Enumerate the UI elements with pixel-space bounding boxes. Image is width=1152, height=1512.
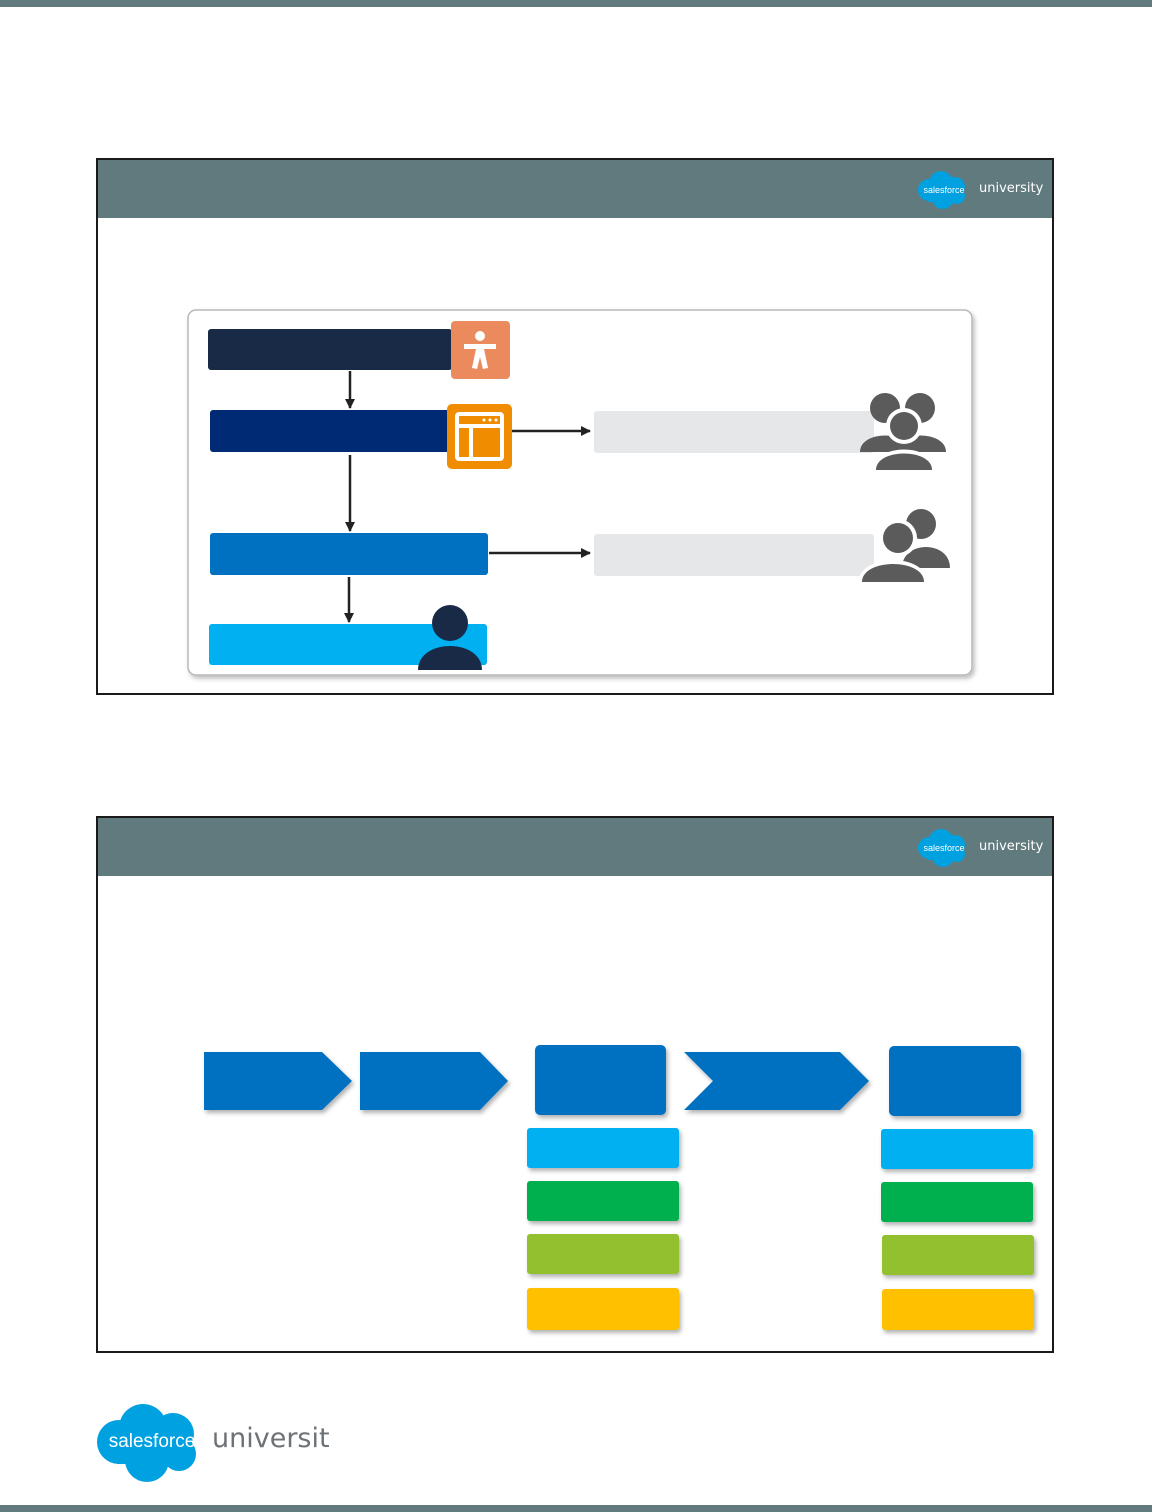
diagram-container — [187, 309, 973, 676]
accessibility-person-icon — [451, 321, 510, 379]
salesforce-cloud-icon — [918, 829, 965, 867]
slide-header: salesforce university — [98, 818, 1052, 876]
logo-wordmark: salesforce — [923, 843, 964, 853]
user-icon — [418, 605, 482, 670]
process-step-2 — [360, 1052, 508, 1110]
column-1-bar-sky — [527, 1128, 679, 1168]
hierarchy-diagram — [187, 309, 973, 676]
column-header-1 — [535, 1045, 666, 1115]
process-step-1 — [204, 1052, 352, 1110]
column-2-bar-green — [881, 1182, 1033, 1222]
column-1-bar-gold — [527, 1288, 679, 1330]
slide-header: salesforce university — [98, 160, 1052, 218]
process-diagram — [204, 1045, 1034, 1330]
salesforce-university-logo: salesforce university — [918, 829, 1044, 867]
column-2-bar-gold — [882, 1289, 1034, 1330]
level-2-bar — [210, 410, 450, 452]
column-1-bar-lime — [527, 1234, 679, 1274]
page-layout-icon — [447, 404, 512, 469]
slide-1: salesforce university — [96, 158, 1054, 695]
logo-wordmark: salesforce — [923, 185, 964, 195]
column-1-bar-green — [527, 1181, 679, 1221]
group-target-bar-2 — [594, 534, 874, 576]
column-2-bar-lime — [882, 1235, 1034, 1275]
users-icon — [858, 509, 950, 584]
page-bottom-bar — [0, 1505, 1152, 1512]
slide-2: salesforce university — [96, 816, 1054, 1353]
salesforce-cloud-icon — [918, 171, 965, 209]
level-4-bar — [209, 624, 487, 665]
logo-suffix: university — [979, 839, 1044, 854]
logo-suffix: university — [979, 181, 1044, 196]
column-2-bar-sky — [881, 1129, 1033, 1169]
logo-wordmark: salesforce — [109, 1431, 196, 1452]
user-group-icon — [860, 393, 946, 472]
group-target-bar-1 — [594, 411, 874, 453]
logo-suffix: university — [212, 1423, 330, 1454]
level-3-bar — [210, 533, 488, 575]
page-top-bar — [0, 0, 1152, 7]
process-step-3 — [684, 1052, 869, 1110]
salesforce-cloud-icon — [97, 1404, 196, 1482]
level-1-bar — [208, 329, 452, 370]
salesforce-university-logo: salesforce university — [918, 171, 1044, 209]
salesforce-university-footer-logo: salesforce university — [97, 1404, 330, 1482]
column-header-2 — [889, 1046, 1021, 1116]
